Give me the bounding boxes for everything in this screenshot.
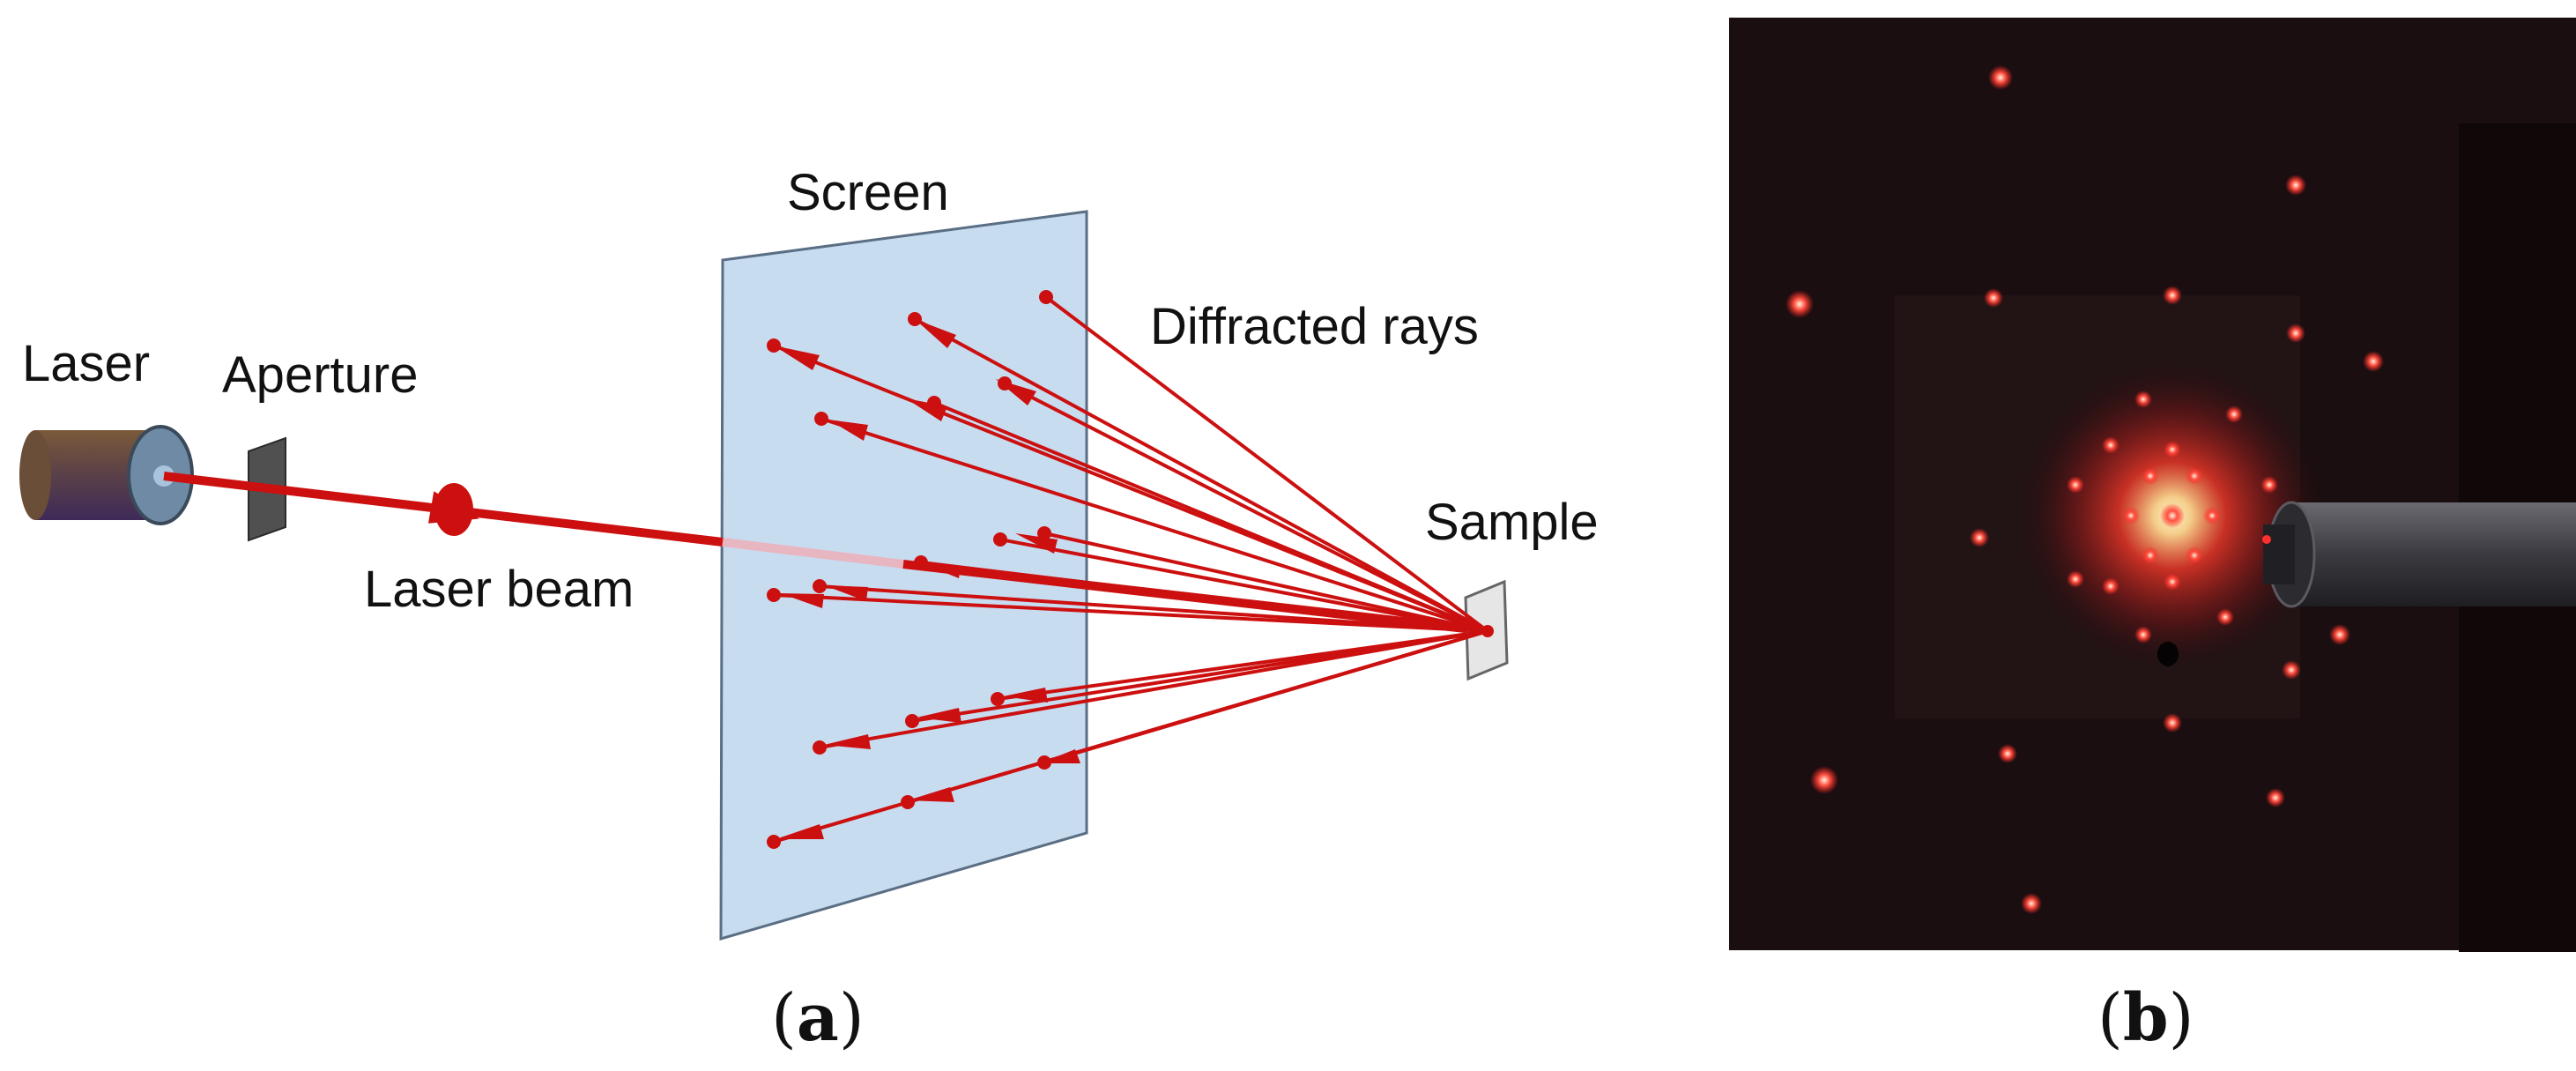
screen-plane <box>719 210 1088 941</box>
panel-b-photo: (b) <box>1729 18 2576 1056</box>
aperture-label: Aperture <box>222 346 418 404</box>
laser-label: Laser <box>22 335 150 392</box>
caption-a: (a) <box>771 980 865 1056</box>
laser-device <box>19 425 194 525</box>
diffracted-rays-label: Diffracted rays <box>1150 298 1479 355</box>
diffracted-rays <box>767 290 1489 849</box>
laser-tube <box>2262 501 2576 608</box>
caption-b: (b) <box>2097 980 2194 1056</box>
screen-label: Screen <box>787 164 949 221</box>
laser-beam-label: Laser beam <box>364 561 634 618</box>
sample-label: Sample <box>1425 494 1599 551</box>
panel-a-diagram: Laser Aperture Screen Diffracted rays Sa… <box>19 164 1599 1056</box>
